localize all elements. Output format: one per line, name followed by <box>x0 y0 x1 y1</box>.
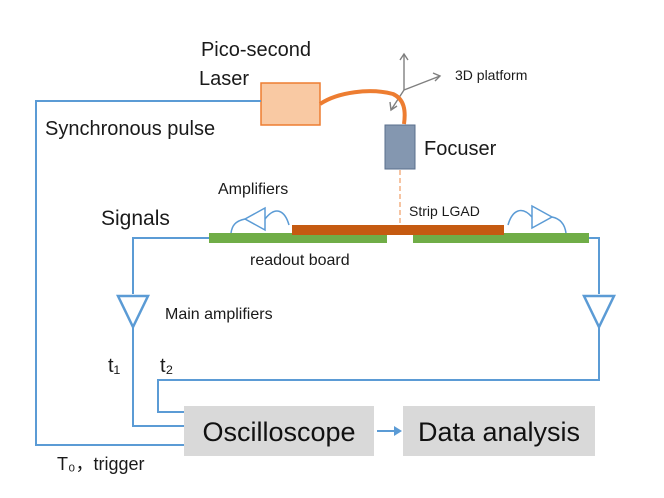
focuser-label: Focuser <box>424 138 497 160</box>
laser-label-line1: Pico-second <box>201 39 311 61</box>
arrow-right-icon <box>377 426 402 436</box>
oscilloscope-box <box>184 406 374 456</box>
readout-board-left <box>209 233 387 243</box>
main-amplifier-left-icon <box>116 294 150 330</box>
strip-lgad-label: Strip LGAD <box>409 203 480 219</box>
sync-pulse-line <box>35 100 261 446</box>
focuser-box <box>384 124 416 170</box>
readout-board-label: readout board <box>250 252 350 269</box>
platform-label: 3D platform <box>455 67 527 83</box>
sync-pulse-label: Synchronous pulse <box>45 118 215 140</box>
signal-line-t1-lower <box>132 327 184 427</box>
readout-board-right <box>413 233 589 243</box>
data-analysis-label: Data analysis <box>418 417 580 447</box>
strip-lgad-sensor <box>292 225 504 235</box>
main-amplifiers-label: Main amplifiers <box>165 306 273 323</box>
t2-label: t₂ <box>160 355 173 377</box>
amplifiers-label: Amplifiers <box>218 181 288 198</box>
t1-label: t₁ <box>108 355 121 377</box>
main-amplifier-right-icon <box>582 294 616 330</box>
oscilloscope-label: Oscilloscope <box>202 417 355 447</box>
amplifier-left-icon <box>230 206 290 234</box>
signal-line-t2 <box>589 237 600 294</box>
signal-line-t1 <box>132 237 209 294</box>
t0-trigger-label: T₀，trigger <box>57 454 145 474</box>
amplifier-right-icon <box>507 204 567 234</box>
signal-line-t2-lower <box>157 327 600 413</box>
3d-axes-icon <box>389 52 442 112</box>
laser-label-line2: Laser <box>199 68 249 90</box>
optical-fiber <box>318 89 407 125</box>
data-analysis-box <box>403 406 595 456</box>
signals-label: Signals <box>101 207 170 230</box>
laser-box <box>260 82 321 126</box>
